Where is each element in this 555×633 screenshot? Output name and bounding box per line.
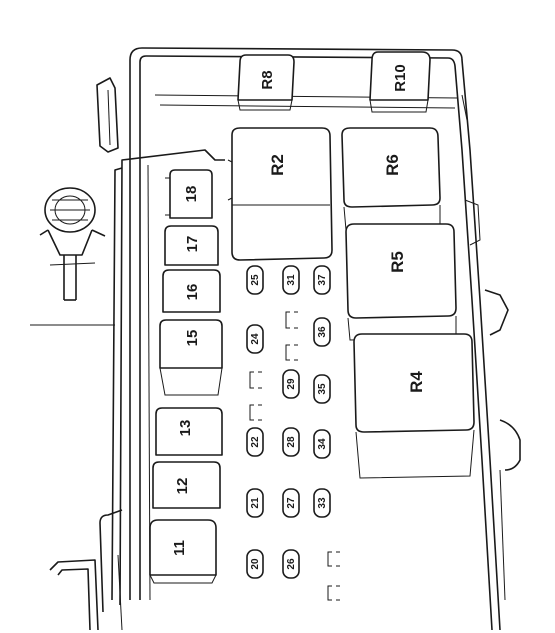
relay-label-r8: R8 bbox=[259, 70, 276, 89]
svg-text:35: 35 bbox=[317, 383, 328, 395]
relay-r6: R6 bbox=[341, 127, 441, 231]
mini-fuse-37: 37 bbox=[313, 265, 331, 295]
mini-fuse-21: 21 bbox=[246, 488, 264, 518]
mini-fuse-24: 24 bbox=[246, 324, 264, 354]
mini-fuse-33: 33 bbox=[313, 488, 331, 518]
svg-text:26: 26 bbox=[286, 558, 297, 570]
mini-fuse-22: 22 bbox=[246, 427, 264, 457]
relay-r10: R10 bbox=[369, 51, 431, 113]
relay-label-r4: R4 bbox=[407, 371, 426, 393]
svg-text:34: 34 bbox=[317, 438, 328, 450]
fuse-box-housing bbox=[30, 47, 521, 631]
mini-fuse-31: 31 bbox=[282, 265, 300, 295]
relay-label-r5: R5 bbox=[388, 251, 407, 273]
svg-text:33: 33 bbox=[317, 497, 328, 509]
relay-label-r10: R10 bbox=[392, 64, 409, 92]
empty-fuse-slot bbox=[327, 551, 340, 601]
mini-fuse-20: 20 bbox=[246, 549, 264, 579]
wire-connector-knob bbox=[39, 187, 106, 301]
svg-text:20: 20 bbox=[250, 558, 261, 570]
fuse-17: 17 bbox=[164, 225, 219, 266]
empty-fuse-slot bbox=[285, 311, 298, 361]
svg-text:28: 28 bbox=[286, 436, 297, 448]
svg-text:29: 29 bbox=[286, 378, 297, 390]
mini-fuse-25: 25 bbox=[246, 265, 264, 295]
svg-text:31: 31 bbox=[286, 274, 297, 286]
fuse-label-12: 12 bbox=[174, 478, 191, 495]
svg-text:22: 22 bbox=[250, 436, 261, 448]
svg-text:24: 24 bbox=[250, 333, 261, 345]
mini-fuse-26: 26 bbox=[282, 549, 300, 579]
empty-fuse-slot bbox=[249, 371, 262, 421]
relay-label-r6: R6 bbox=[383, 154, 402, 176]
mini-fuse-34: 34 bbox=[313, 429, 331, 459]
fuse-label-13: 13 bbox=[177, 420, 194, 437]
mini-fuse-35: 35 bbox=[313, 374, 331, 404]
fuse-label-15: 15 bbox=[184, 330, 201, 347]
relay-r5: R5 bbox=[345, 223, 457, 341]
mini-fuse-28: 28 bbox=[282, 427, 300, 457]
svg-text:37: 37 bbox=[317, 274, 328, 286]
fuse-label-17: 17 bbox=[184, 236, 201, 253]
fuse-12: 12 bbox=[152, 461, 221, 509]
fuse-16: 16 bbox=[162, 269, 221, 313]
fuse-11: 11 bbox=[149, 519, 217, 584]
svg-text:25: 25 bbox=[250, 274, 261, 286]
fuse-15: 15 bbox=[159, 319, 223, 396]
fuse-label-16: 16 bbox=[184, 284, 201, 301]
fuse-18: 18 bbox=[165, 169, 213, 219]
fuse-label-18: 18 bbox=[183, 186, 200, 203]
relay-label-r2: R2 bbox=[268, 154, 287, 176]
relay-r8: R8 bbox=[237, 54, 295, 111]
mini-fuse-29: 29 bbox=[282, 369, 300, 399]
fuse-label-11: 11 bbox=[171, 540, 188, 556]
relay-r4: R4 bbox=[353, 333, 475, 479]
mini-fuse-27: 27 bbox=[282, 488, 300, 518]
svg-text:36: 36 bbox=[317, 326, 328, 338]
svg-text:21: 21 bbox=[250, 497, 261, 509]
relay-r2: R2 bbox=[227, 127, 333, 261]
fuse-13: 13 bbox=[155, 407, 223, 456]
svg-text:27: 27 bbox=[286, 497, 297, 509]
mini-fuse-36: 36 bbox=[313, 317, 331, 347]
